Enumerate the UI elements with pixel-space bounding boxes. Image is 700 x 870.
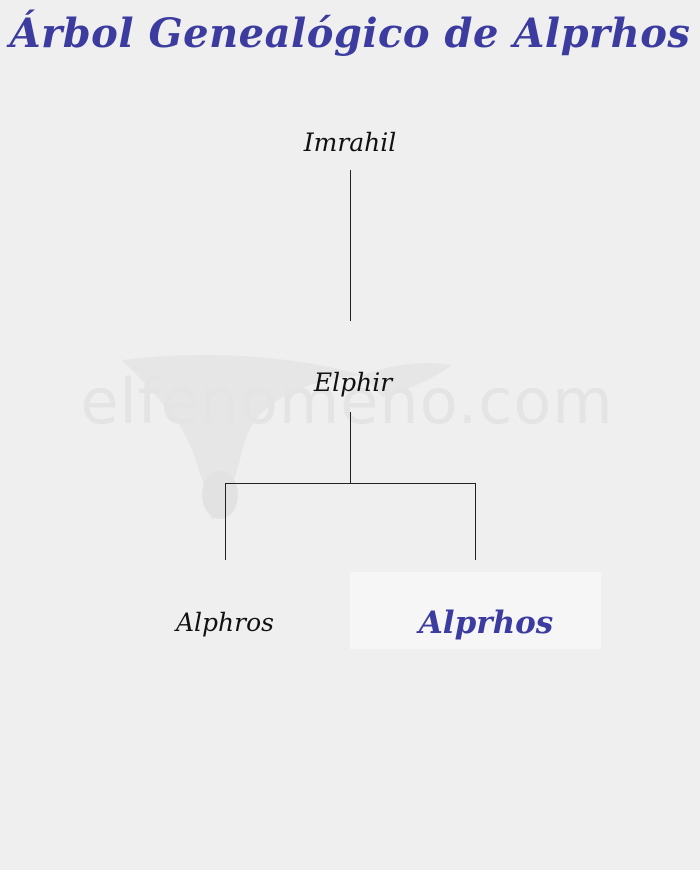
dragon-watermark-icon: [122, 355, 452, 520]
person-node-imrahil[interactable]: Imrahil: [303, 128, 397, 157]
watermark-text: elfenomeno.com: [80, 365, 614, 438]
page-title: Árbol Genealógico de Alprhos: [9, 10, 691, 57]
watermark: elfenomeno.com: [62, 345, 632, 525]
current-person-box: Alprhos: [350, 572, 601, 649]
person-node-alprhos-current: Alprhos: [418, 605, 554, 641]
person-node-elphir[interactable]: Elphir: [313, 368, 393, 397]
person-node-alphros[interactable]: Alphros: [176, 608, 274, 637]
